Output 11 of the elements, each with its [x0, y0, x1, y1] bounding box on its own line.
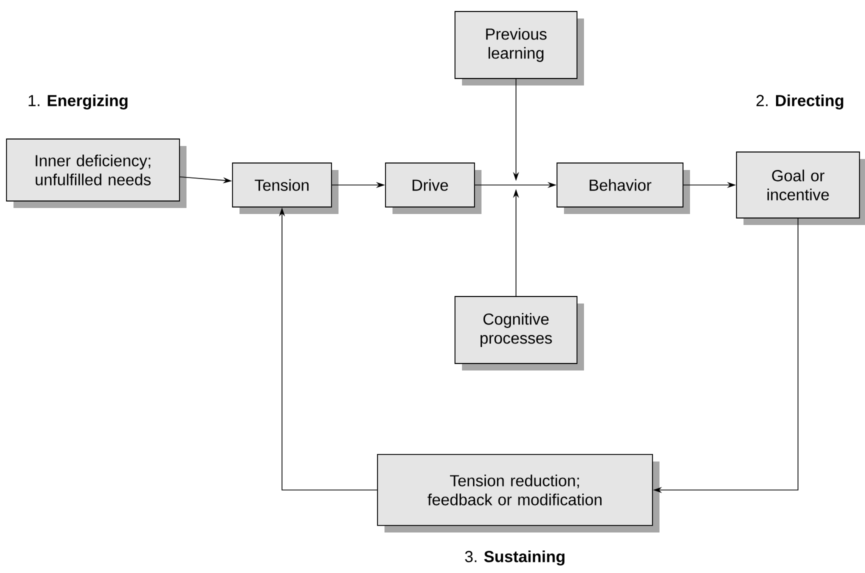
process-box: Goal or incentive: [736, 152, 865, 225]
process-box: Tension: [232, 162, 338, 214]
process-box: Inner deficiency; unfulfilled needs: [6, 138, 186, 208]
process-box: Cognitive processes: [454, 296, 584, 370]
process-box: Tension reduction; feedback or modification: [377, 454, 660, 532]
stage-label: 2. Directing: [756, 94, 844, 110]
process-box: Previous learning: [454, 11, 584, 86]
process-box: Drive: [385, 162, 482, 214]
stage-label: 1. Energizing: [28, 94, 128, 110]
stage-label: 3. Sustaining: [465, 550, 564, 566]
process-box: Behavior: [556, 162, 690, 214]
